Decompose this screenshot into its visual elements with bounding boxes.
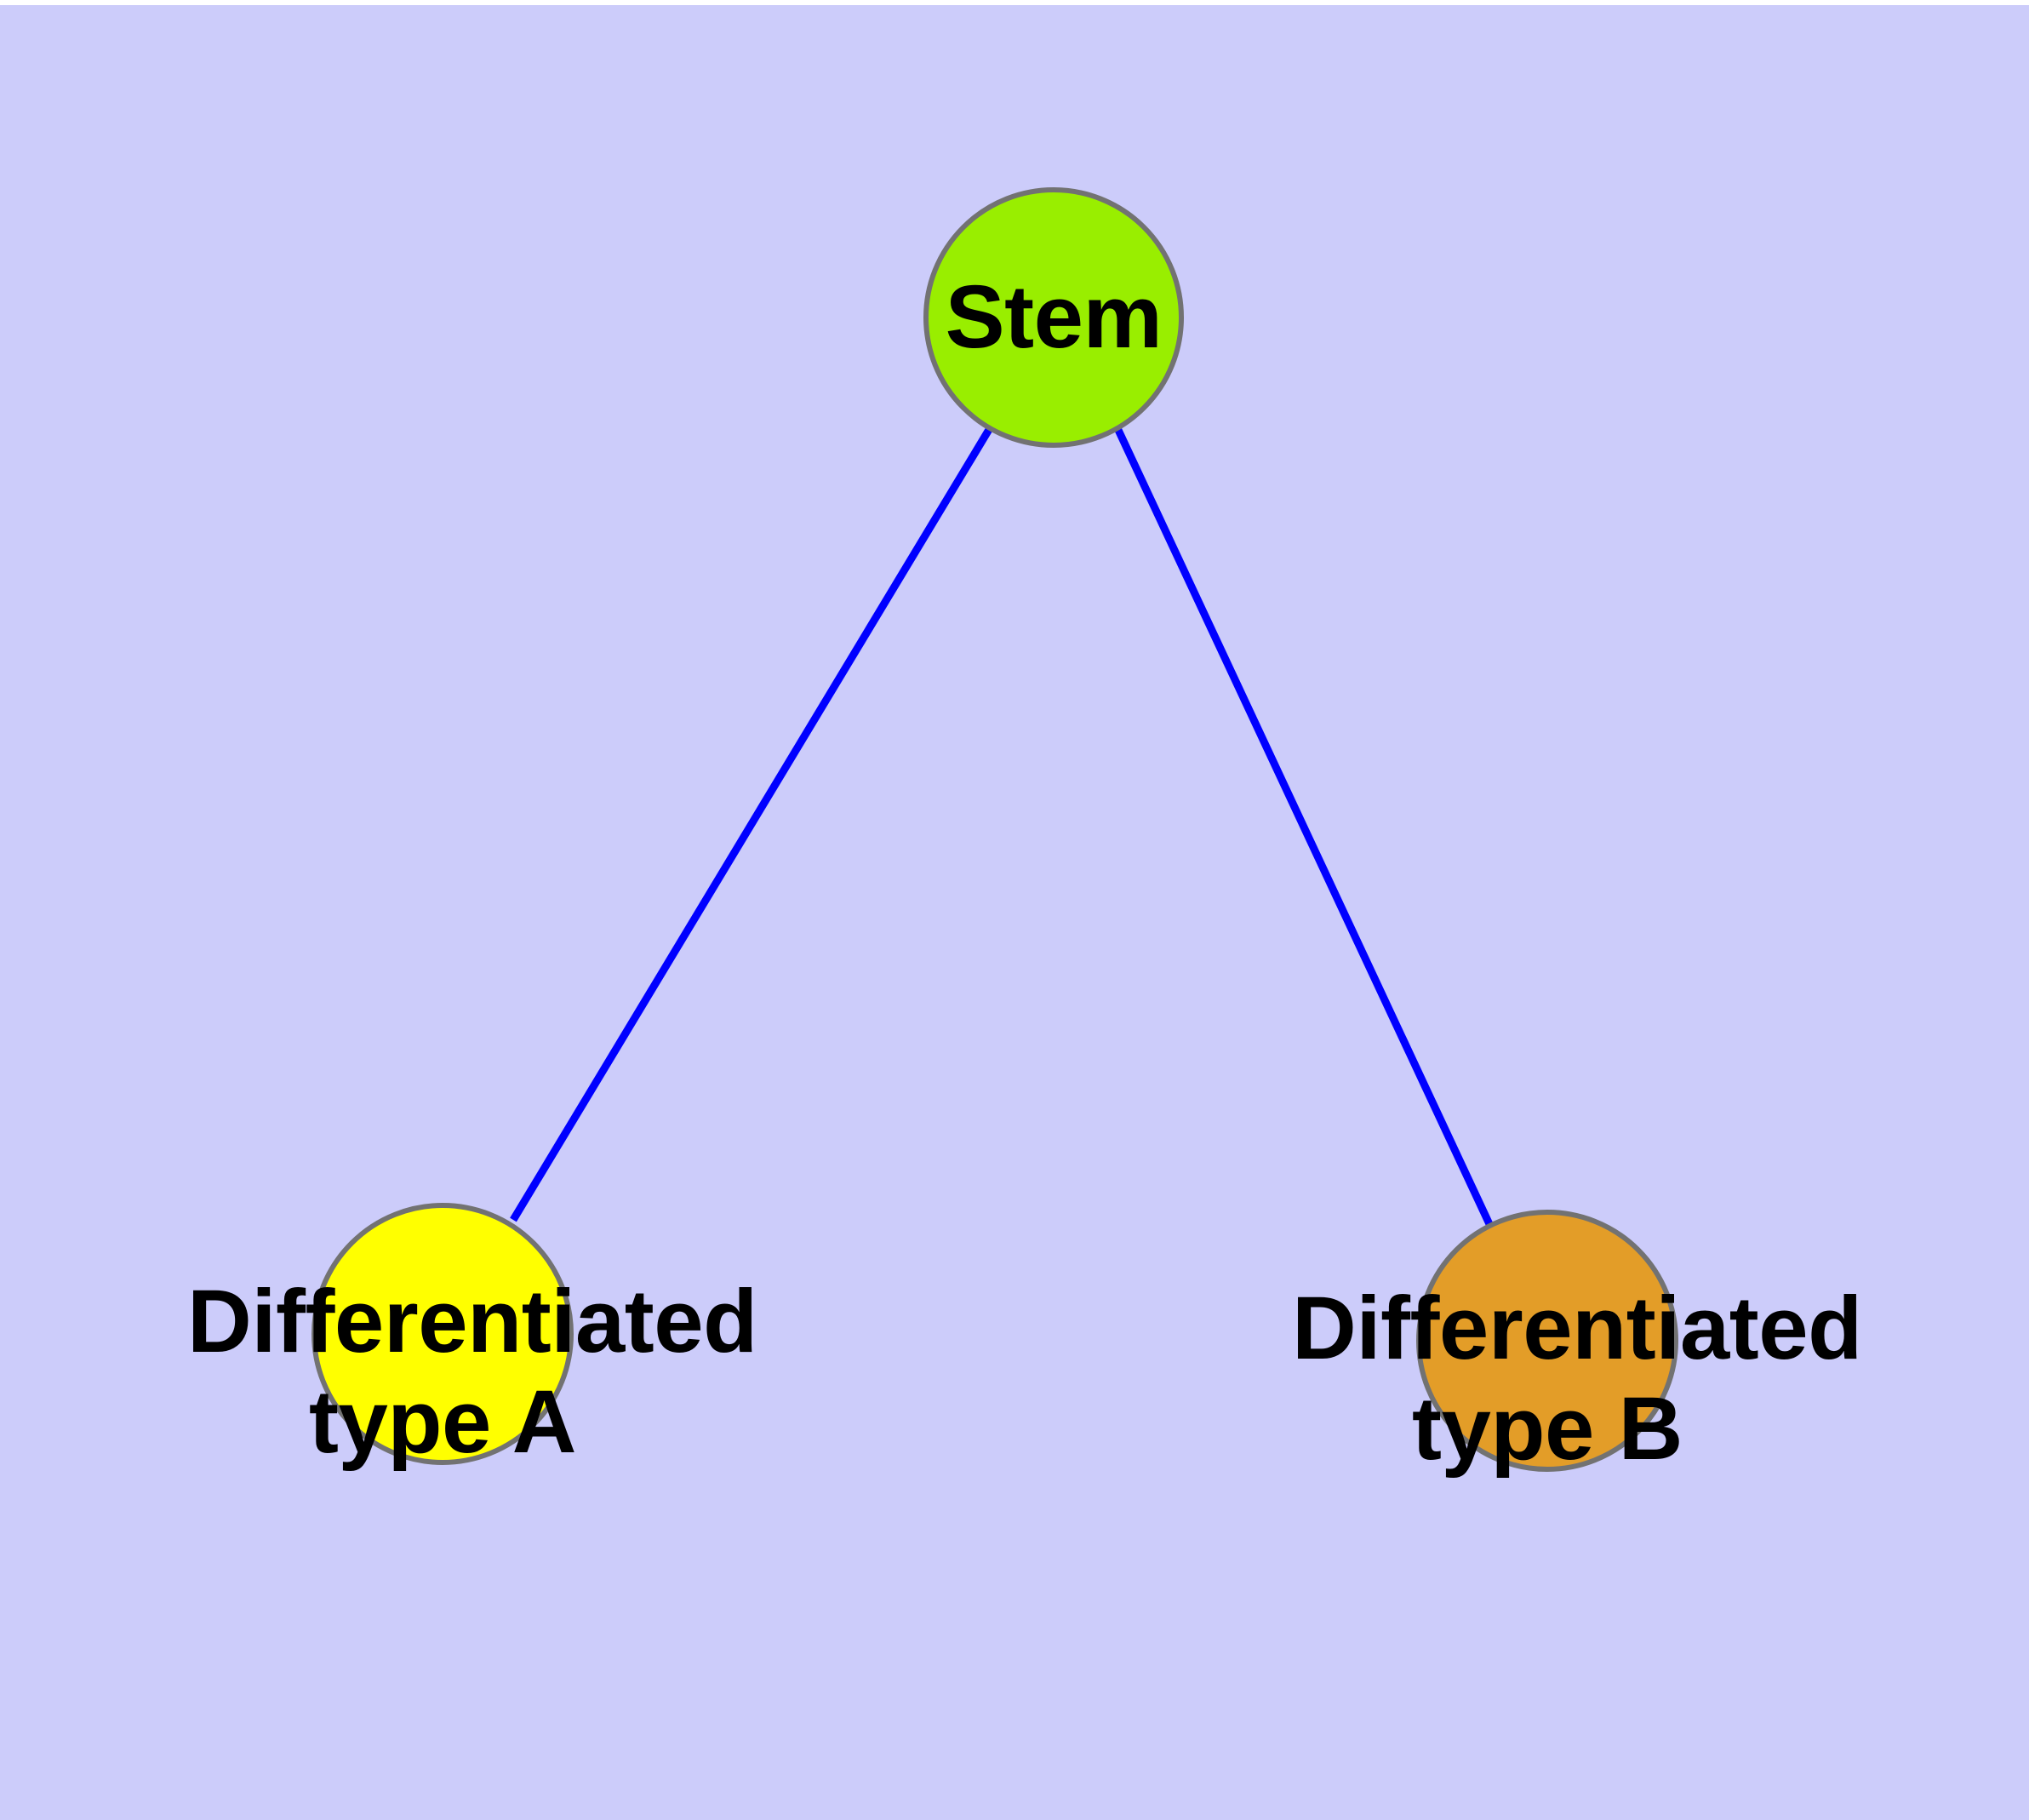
node-stem[interactable]: [923, 187, 1184, 448]
edge-stem-to-differentiated-type-b: [1113, 426, 1494, 1226]
node-differentiated-type-b[interactable]: [1416, 1210, 1678, 1472]
edge-stem-to-differentiated-type-a: [510, 426, 993, 1222]
canvas-top-margin-strip: [0, 0, 2029, 5]
node-differentiated-type-a[interactable]: [311, 1203, 574, 1465]
